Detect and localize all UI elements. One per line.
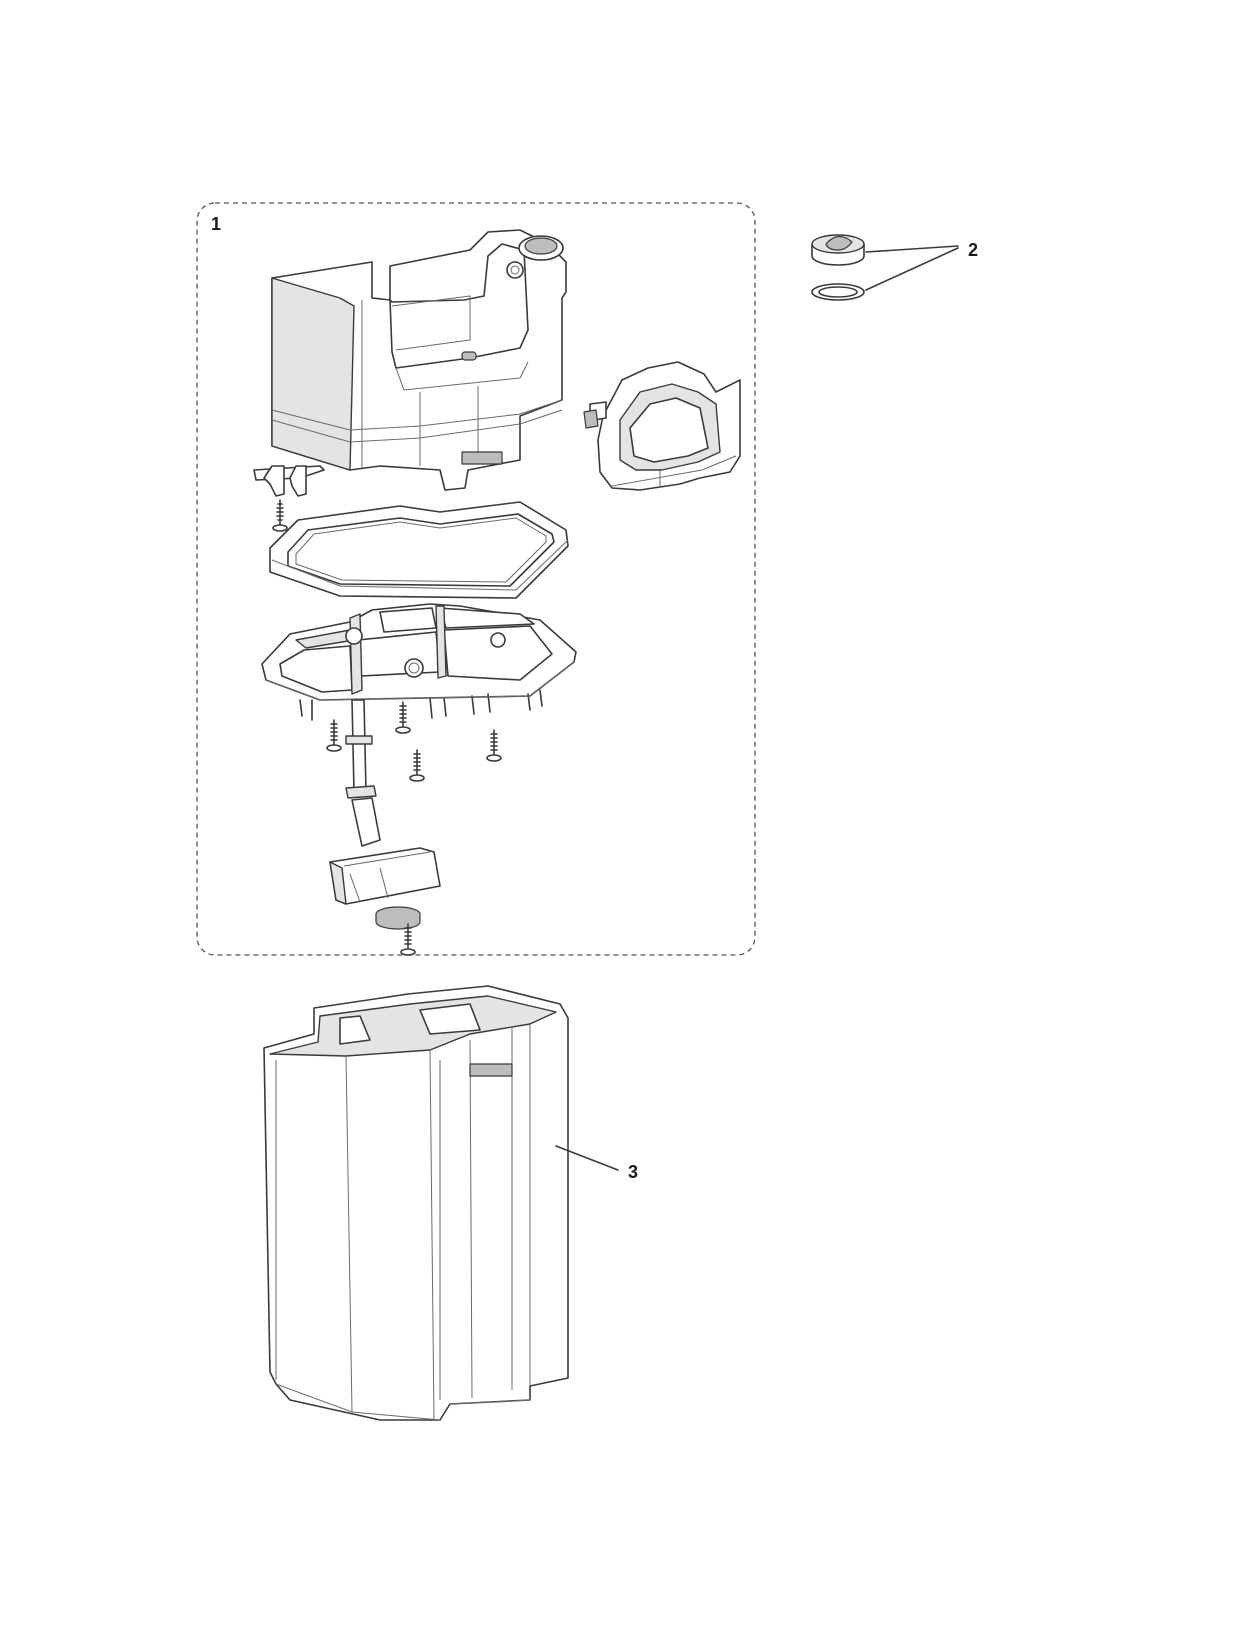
screw-4 <box>486 729 502 762</box>
housing-lid <box>271 229 567 491</box>
screw-1 <box>272 499 288 532</box>
leader-line-3 <box>555 1145 619 1171</box>
callout-1: 1 <box>211 214 222 234</box>
gasket <box>269 501 569 599</box>
screw-6 <box>400 923 416 956</box>
callout-2: 2 <box>968 240 979 260</box>
float-block <box>329 847 441 930</box>
nozzle-cap <box>811 234 865 266</box>
screw-5 <box>409 749 425 782</box>
small-clip <box>253 465 325 497</box>
kit-boundary <box>196 202 756 956</box>
handle <box>583 361 741 491</box>
leader-line-2 <box>865 245 959 291</box>
screw-2 <box>326 719 342 752</box>
washer <box>811 283 865 301</box>
callout-3: 3 <box>628 1162 639 1182</box>
tank <box>263 985 569 1421</box>
screw-3 <box>395 701 411 734</box>
filter-tray <box>261 603 577 847</box>
